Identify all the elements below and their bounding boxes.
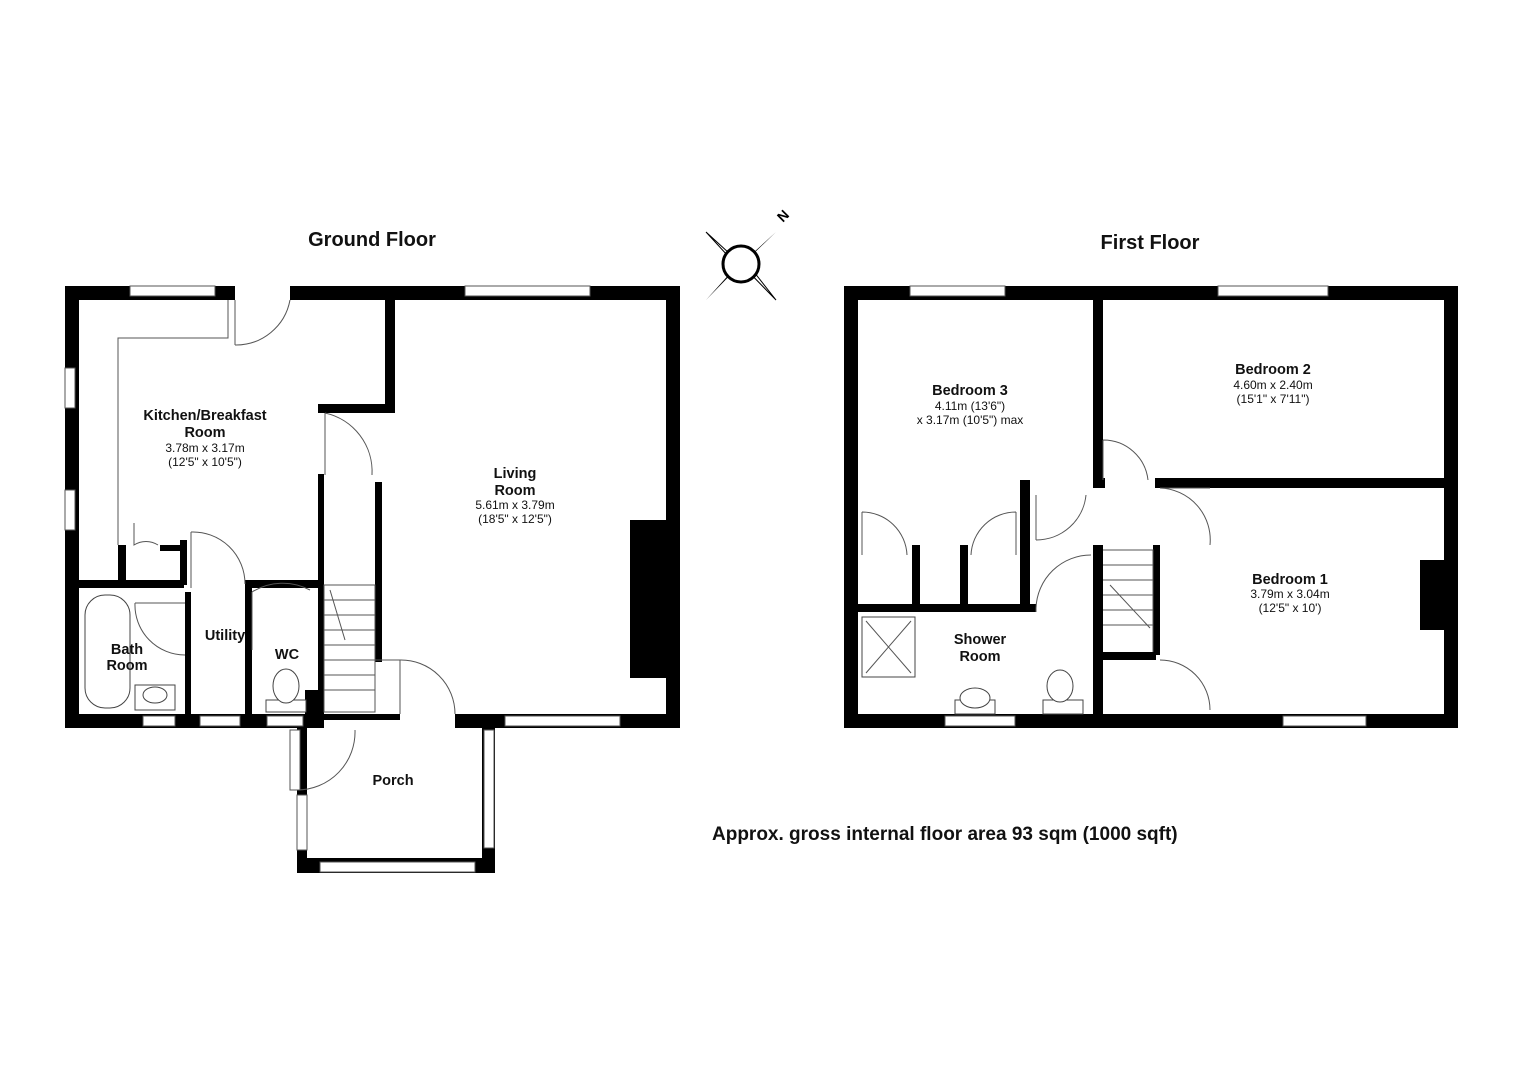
bedroom1-name: Bedroom 1 (1252, 572, 1328, 588)
compass-icon (705, 231, 777, 301)
utility-name: Utility (205, 628, 245, 644)
kitchen-dim-ft: (12'5" x 10'5") (168, 455, 242, 469)
bedroom1-dim-ft: (12'5" x 10') (1259, 601, 1322, 615)
bedroom3-name: Bedroom 3 (932, 383, 1008, 399)
compass-north-label: N (774, 206, 792, 224)
kitchen-name-line2: Room (184, 425, 225, 441)
porch-name: Porch (372, 773, 413, 789)
wc-name: WC (275, 647, 300, 663)
bedroom2-dim-m: 4.60m x 2.40m (1233, 378, 1312, 392)
bedroom3-dim-line2: x 3.17m (10'5") max (917, 413, 1024, 427)
ground-floor-title: Ground Floor (308, 229, 436, 251)
kitchen-dim-m: 3.78m x 3.17m (165, 441, 244, 455)
floor-area-note: Approx. gross internal floor area 93 sqm… (712, 824, 1178, 845)
living-name-line2: Room (494, 483, 535, 499)
kitchen-name-line1: Kitchen/Breakfast (143, 408, 266, 424)
ground-floor-plan (64, 285, 680, 873)
first-floor-title: First Floor (1101, 232, 1200, 254)
bedroom2-dim-ft: (15'1" x 7'11") (1237, 392, 1310, 406)
shower-name-line2: Room (959, 649, 1000, 665)
shower-name-line1: Shower (954, 632, 1007, 648)
first-floor-plan (844, 285, 1458, 728)
bedroom2-name: Bedroom 2 (1235, 362, 1311, 378)
bathroom-name-line2: Room (106, 658, 147, 674)
bathroom-name-line1: Bath (111, 642, 143, 658)
living-name-line1: Living (494, 466, 537, 482)
bedroom1-dim-m: 3.79m x 3.04m (1250, 587, 1329, 601)
living-dim-ft: (18'5" x 12'5") (478, 512, 552, 526)
living-dim-m: 5.61m x 3.79m (475, 498, 554, 512)
bedroom3-dim-line1: 4.11m (13'6") (935, 399, 1005, 413)
